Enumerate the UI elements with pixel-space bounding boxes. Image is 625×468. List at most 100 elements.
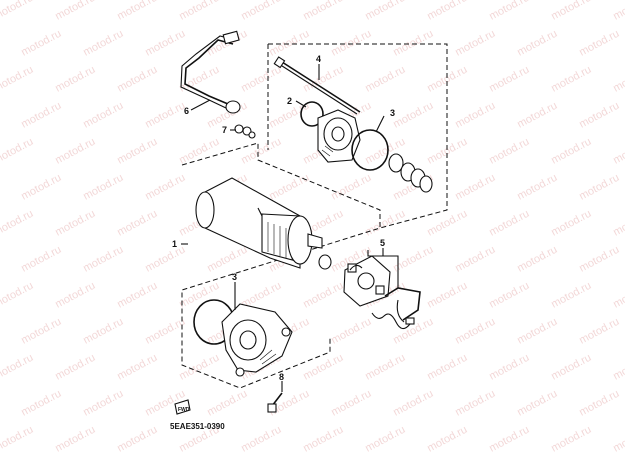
watermark-text: motod.ru — [239, 0, 283, 23]
leader-lines — [181, 64, 399, 392]
watermark-text: motod.ru — [53, 424, 97, 455]
watermark-text: motod.ru — [53, 280, 97, 311]
watermark-text: motod.ru — [549, 64, 593, 95]
starter-rear-cover — [221, 303, 293, 377]
watermark-text: motod.ru — [549, 136, 593, 167]
watermark-text: motod.ru — [19, 172, 63, 203]
through-bolt — [273, 56, 361, 115]
watermark-text: motod.ru — [391, 100, 435, 131]
watermark-text: motod.ru — [577, 28, 621, 59]
watermark-text: motod.ru — [115, 0, 159, 23]
watermark-text: motod.ru — [487, 424, 531, 455]
watermark-text: motod.ru — [453, 172, 497, 203]
watermark-text: motod.ru — [115, 136, 159, 167]
callout-4: 4 — [316, 54, 321, 64]
watermark-text: motod.ru — [81, 244, 125, 275]
watermark-text: motod.ru — [81, 172, 125, 203]
shim-set-upper — [388, 153, 433, 193]
watermark-text: motod.ru — [301, 0, 345, 23]
watermark-text: motod.ru — [329, 316, 373, 347]
watermark-text: motod.ru — [301, 280, 345, 311]
watermark-text: motod.ru — [577, 388, 621, 419]
watermark-text: motod.ru — [515, 28, 559, 59]
watermark-text: motod.ru — [577, 172, 621, 203]
front-direction-mark: FWD — [174, 399, 191, 415]
front-mark-label: FWD — [178, 407, 190, 413]
starter-motor-body — [195, 177, 323, 269]
watermark-text: motod.ru — [363, 208, 407, 239]
watermark-text: motod.ru — [177, 64, 221, 95]
watermark-text: motod.ru — [115, 424, 159, 455]
terminal-nuts — [234, 124, 256, 139]
o-ring-shaft — [318, 254, 332, 270]
watermark-text: motod.ru — [143, 28, 187, 59]
watermark-text: motod.ru — [0, 136, 35, 167]
watermark-text: motod.ru — [425, 208, 469, 239]
watermark-text: motod.ru — [53, 64, 97, 95]
watermark-text: motod.ru — [0, 424, 35, 455]
watermark-text: motod.ru — [53, 352, 97, 383]
watermark-text: motod.ru — [453, 100, 497, 131]
watermark-text: motod.ru — [577, 316, 621, 347]
watermark-text: motod.ru — [19, 100, 63, 131]
starter-lead-wire — [180, 30, 241, 114]
watermark-text: motod.ru — [549, 208, 593, 239]
watermark-text: motod.ru — [549, 424, 593, 455]
callout-5: 5 — [380, 238, 385, 248]
watermark-text: motod.ru — [81, 388, 125, 419]
watermark-text: motod.ru — [453, 28, 497, 59]
watermark-text: motod.ru — [515, 100, 559, 131]
watermark-text: motod.ru — [115, 280, 159, 311]
watermark-text: motod.ru — [611, 0, 625, 23]
watermark-text: motod.ru — [19, 316, 63, 347]
watermark-text: motod.ru — [391, 28, 435, 59]
watermark-text: motod.ru — [177, 136, 221, 167]
watermark-text: motod.ru — [53, 0, 97, 23]
watermark-text: motod.ru — [239, 136, 283, 167]
watermark-text: motod.ru — [143, 244, 187, 275]
watermark-text: motod.ru — [425, 0, 469, 23]
watermark-text: motod.ru — [611, 136, 625, 167]
watermark-text: motod.ru — [611, 280, 625, 311]
watermark-text: motod.ru — [143, 316, 187, 347]
brush-lead-assembly — [371, 287, 421, 330]
watermark-text: motod.ru — [453, 244, 497, 275]
watermark-text: motod.ru — [453, 388, 497, 419]
watermark-text: motod.ru — [267, 172, 311, 203]
watermark-text: motod.ru — [19, 388, 63, 419]
watermark-text: motod.ru — [487, 280, 531, 311]
callout-labels: 1 2 3 3 4 5 6 7 8 — [172, 54, 395, 382]
watermark-text: motod.ru — [425, 352, 469, 383]
watermark-text: motod.ru — [0, 352, 35, 383]
watermark-text: motod.ru — [0, 0, 35, 23]
watermark-text: motod.ru — [487, 136, 531, 167]
watermark-text: motod.ru — [487, 64, 531, 95]
watermark-text: motod.ru — [115, 208, 159, 239]
upper-group-boundary — [268, 43, 448, 229]
watermark-text: motod.ru — [363, 352, 407, 383]
watermark-text: motod.ru — [611, 64, 625, 95]
watermark-text: motod.ru — [487, 208, 531, 239]
callout-2: 2 — [287, 96, 292, 106]
watermark-text: motod.ru — [177, 0, 221, 23]
watermark-text: motod.ru — [0, 208, 35, 239]
watermark-text: motod.ru — [515, 388, 559, 419]
watermark-text: motod.ru — [391, 388, 435, 419]
watermark-text: motod.ru — [0, 280, 35, 311]
drawing-code: 5EAE351-0390 — [170, 422, 225, 431]
watermark-text: motod.ru — [487, 0, 531, 23]
watermark-text: motod.ru — [549, 0, 593, 23]
watermark-text: motod.ru — [19, 244, 63, 275]
watermark-text: motod.ru — [239, 424, 283, 455]
watermark-text: motod.ru — [53, 208, 97, 239]
callout-6: 6 — [184, 106, 189, 116]
watermark-text: motod.ru — [487, 352, 531, 383]
watermark-text: motod.ru — [363, 424, 407, 455]
watermark-text: motod.ru — [143, 172, 187, 203]
watermark-text: motod.ru — [515, 172, 559, 203]
watermark-text: motod.ru — [301, 424, 345, 455]
watermark-text: motod.ru — [515, 316, 559, 347]
brush-holder-plate — [343, 255, 391, 307]
watermark-text: motod.ru — [115, 352, 159, 383]
